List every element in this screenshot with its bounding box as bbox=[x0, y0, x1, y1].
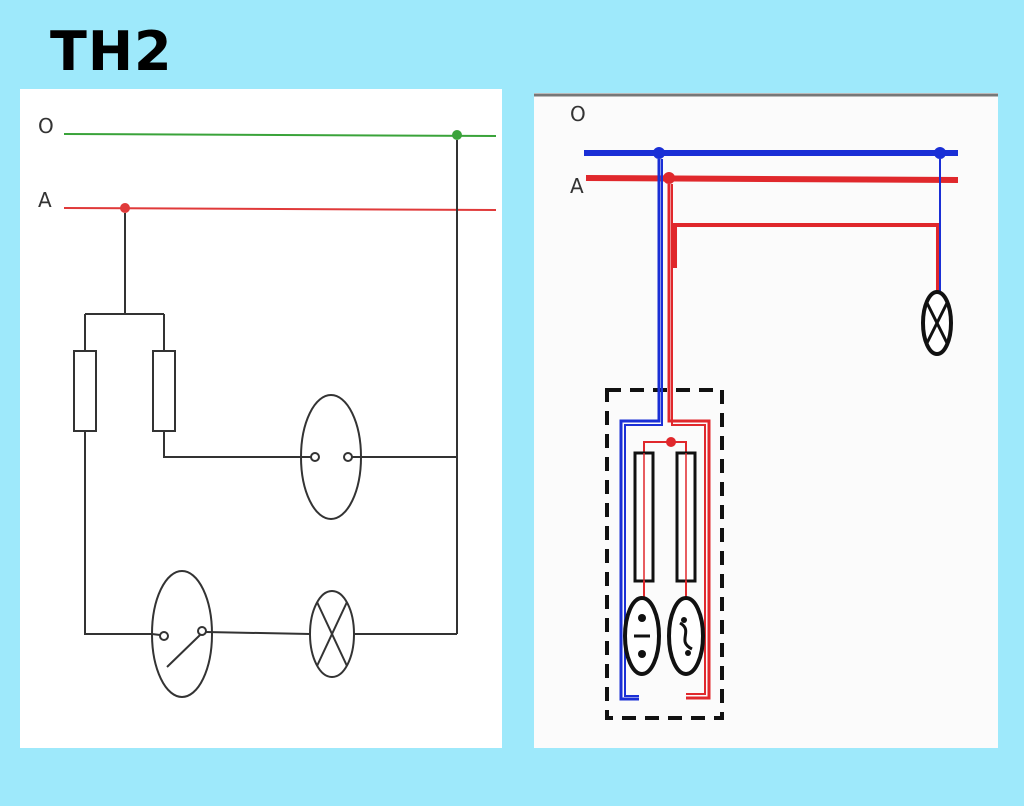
phase-wire-label: A bbox=[38, 188, 52, 212]
phase-line bbox=[63, 207, 497, 211]
neutral-feed-wire bbox=[619, 159, 661, 701]
neutral-junction-right bbox=[934, 147, 946, 159]
fuse-to-socket-wire bbox=[163, 431, 300, 458]
lamp-feed-wire bbox=[673, 223, 940, 297]
switch-lever bbox=[679, 621, 693, 651]
panel-box-outline bbox=[605, 388, 724, 720]
neutral-wire-label: O bbox=[38, 114, 54, 138]
schematic-diagram-panel: O A bbox=[20, 89, 502, 748]
phase-wire-label: A bbox=[570, 174, 584, 198]
page-title: TH2 bbox=[50, 20, 173, 83]
fuse-right bbox=[152, 350, 176, 432]
phase-junction bbox=[663, 172, 675, 184]
fuse-to-switch-wire bbox=[84, 431, 152, 635]
neutral-wire-label: O bbox=[570, 102, 586, 126]
switch-lever bbox=[166, 634, 201, 668]
neutral-junction bbox=[452, 130, 462, 140]
phase-feed-wire bbox=[667, 184, 711, 700]
phase-line bbox=[585, 175, 959, 183]
phase-junction bbox=[120, 203, 130, 213]
neutral-junction-left bbox=[653, 147, 665, 159]
switch-to-lamp-wire bbox=[205, 631, 311, 635]
schematic-diagram: O A bbox=[38, 114, 497, 698]
neutral-line bbox=[63, 133, 497, 137]
wiring-diagram-panel: O A bbox=[534, 93, 998, 748]
wiring-diagram: O A bbox=[534, 93, 998, 720]
fuse-left bbox=[73, 350, 97, 432]
